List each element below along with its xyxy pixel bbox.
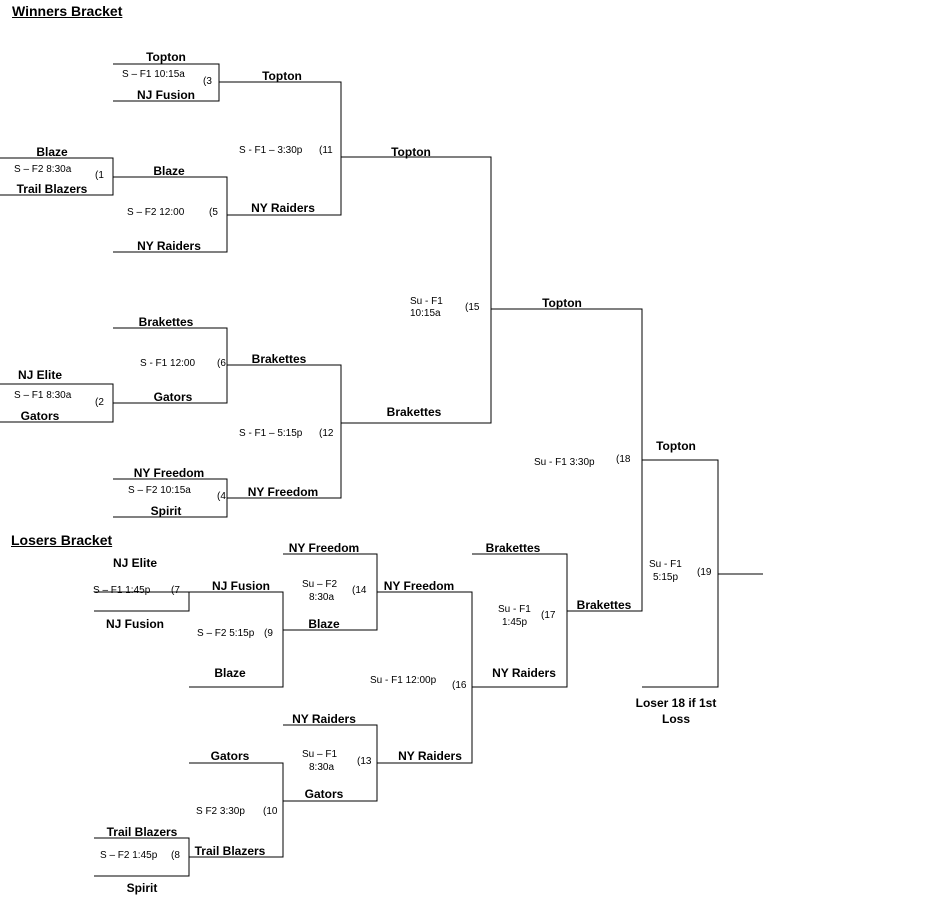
game-number: (8 [171, 850, 180, 861]
game-number: (12 [319, 428, 334, 439]
team-label: Trail Blazers [106, 825, 178, 839]
game-slot-label: 10:15a [410, 308, 441, 319]
team-label: NY Freedom [383, 579, 455, 593]
game-number: (1 [95, 170, 104, 181]
connector [113, 478, 228, 518]
game-slot-label: S – F2 8:30a [14, 164, 72, 175]
game-slot-label: S – F2 5:15p [197, 628, 255, 639]
loser-18-note: Loser 18 if 1st Loss [621, 695, 731, 727]
team-label: Topton [656, 439, 696, 453]
connector [113, 176, 228, 253]
team-label: NY Freedom [133, 466, 205, 480]
team-label: Brakettes [485, 541, 541, 555]
game-number: (14 [352, 585, 367, 596]
connector [0, 383, 114, 423]
game-slot-label: Su – F2 [302, 579, 338, 590]
team-label: NY Freedom [247, 485, 319, 499]
team-label: Blaze [214, 666, 246, 680]
connector [472, 553, 568, 688]
game-number: (7 [171, 585, 180, 596]
team-label: Brakettes [138, 315, 194, 329]
game-number: (2 [95, 397, 104, 408]
game-number: (19 [697, 567, 712, 578]
team-label: Topton [146, 50, 186, 64]
team-label: NY Raiders [398, 749, 462, 763]
game-number: (11 [319, 145, 333, 156]
team-label: Blaze [36, 145, 68, 159]
game-slot-label: S - F1 – 5:15p [239, 428, 303, 439]
team-label: Gators [153, 390, 193, 404]
team-label: Brakettes [386, 405, 442, 419]
team-label: Topton [391, 145, 431, 159]
losers-bracket-heading: Losers Bracket [11, 532, 113, 548]
team-label: NJ Fusion [211, 579, 271, 593]
team-label: NJ Fusion [136, 88, 196, 102]
game-number: (6 [217, 358, 226, 369]
connector [94, 591, 190, 612]
team-label: Topton [262, 69, 302, 83]
game-slot-label: S – F1 1:45p [93, 585, 151, 596]
winners-bracket-heading: Winners Bracket [12, 3, 123, 19]
game-number: (10 [263, 806, 278, 817]
connector [189, 762, 284, 858]
team-label: NY Raiders [137, 239, 201, 253]
team-label: Brakettes [576, 598, 632, 612]
team-label: Blaze [153, 164, 185, 178]
team-label: NY Raiders [492, 666, 556, 680]
note-line-2: Loss [661, 712, 690, 726]
game-slot-label: 1:45p [502, 617, 528, 628]
game-slot-label: Su - F1 12:00p [370, 675, 437, 686]
game-number: (15 [465, 302, 480, 313]
game-slot-label: S F2 3:30p [196, 806, 245, 817]
game-slot-label: Su - F1 [410, 296, 443, 307]
game-slot-label: S - F1 – 3:30p [239, 145, 303, 156]
team-label: NY Raiders [251, 201, 315, 215]
game-slot-label: S – F1 8:30a [14, 390, 72, 401]
game-number: (3 [203, 76, 212, 87]
team-label: Topton [542, 296, 582, 310]
game-slot-label: Su - F1 [498, 604, 531, 615]
team-label: NJ Elite [112, 556, 158, 570]
team-label: NY Freedom [288, 541, 360, 555]
connector [341, 156, 492, 424]
team-label: Gators [20, 409, 60, 423]
game-slot-label: S – F2 10:15a [128, 485, 191, 496]
connector [283, 724, 378, 802]
team-label: Brakettes [251, 352, 307, 366]
game-number: (17 [541, 610, 556, 621]
connector [377, 591, 473, 764]
connector [219, 81, 342, 216]
game-slot-label: 5:15p [653, 572, 679, 583]
connector [227, 364, 342, 499]
game-slot-label: S – F1 10:15a [122, 69, 185, 80]
game-number: (4 [217, 491, 226, 502]
connector [94, 837, 190, 877]
team-label: Trail Blazers [194, 844, 266, 858]
game-number: (13 [357, 756, 372, 767]
team-label: Trail Blazers [16, 182, 88, 196]
game-slot-label: Su - F1 3:30p [534, 457, 595, 468]
game-slot-label: 8:30a [309, 762, 335, 773]
game-slot-label: 8:30a [309, 592, 335, 603]
game-slot-label: S – F2 12:00 [127, 207, 185, 218]
connector [189, 591, 284, 688]
game-number: (18 [616, 454, 631, 465]
game-slot-label: Su – F1 [302, 749, 338, 760]
note-line-1: Loser 18 if 1st [635, 696, 717, 710]
team-label: NJ Elite [17, 368, 63, 382]
team-label: Blaze [308, 617, 340, 631]
game-slot-label: S - F1 12:00 [140, 358, 196, 369]
team-label: Spirit [126, 881, 158, 895]
team-label: Gators [210, 749, 250, 763]
team-label: Gators [304, 787, 344, 801]
team-label: NY Raiders [292, 712, 356, 726]
game-slot-label: S – F2 1:45p [100, 850, 158, 861]
game-number: (16 [452, 680, 467, 691]
team-label: Spirit [150, 504, 182, 518]
game-number: (5 [209, 207, 218, 218]
team-label: NJ Fusion [105, 617, 165, 631]
game-slot-label: Su - F1 [649, 559, 682, 570]
game-number: (9 [264, 628, 273, 639]
